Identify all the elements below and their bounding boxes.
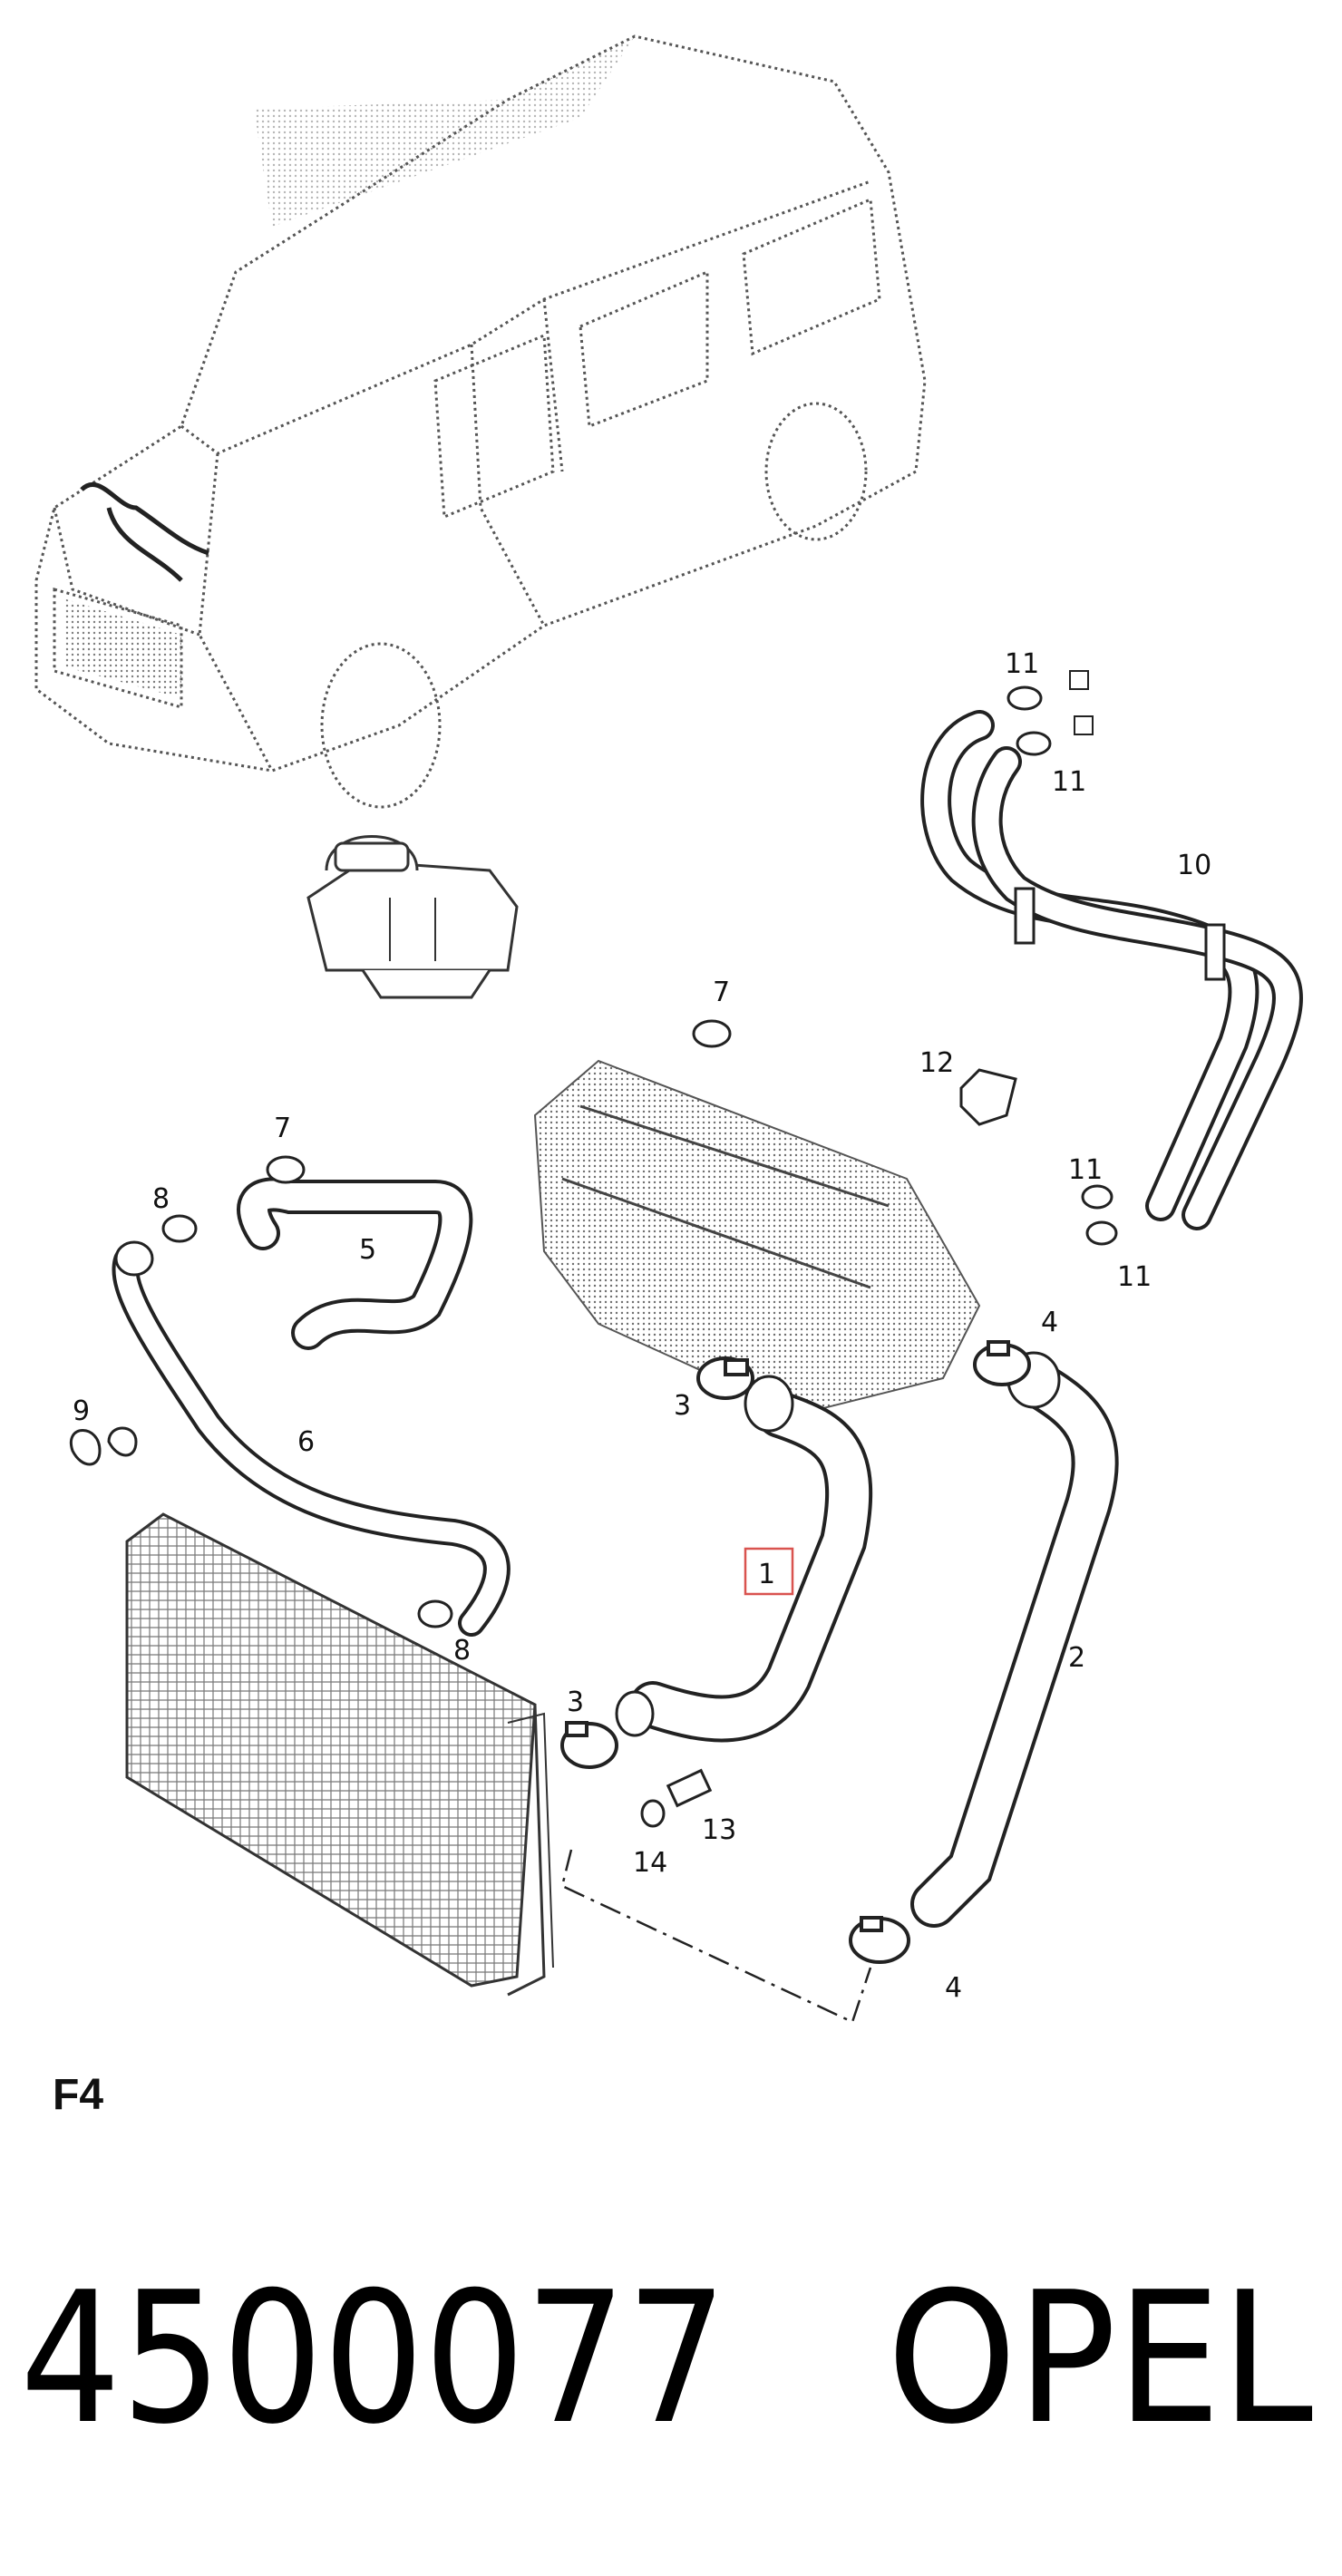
callout-7-upper[interactable]: 7 [713,977,730,1008]
hose-6[interactable] [112,1240,511,1637]
hose-10[interactable] [920,710,1303,1230]
van-grille [63,36,635,698]
clamp-8-upper[interactable] [161,1214,198,1243]
callout-11-c[interactable]: 11 [1068,1154,1103,1186]
callout-9[interactable]: 9 [73,1395,90,1427]
callout-6[interactable]: 6 [297,1426,315,1458]
callout-11-d[interactable]: 11 [1117,1261,1152,1293]
callout-8-upper[interactable]: 8 [152,1183,170,1215]
clamp-4-upper[interactable] [973,1340,1031,1386]
clamp-3-lower[interactable] [560,1721,618,1769]
radiator [125,1512,554,1997]
engine-block [533,1059,981,1416]
van-hose-highlight [80,481,209,582]
callout-labels: 1 2 3 3 4 4 5 6 7 7 8 8 9 10 11 11 11 11… [73,648,1211,2004]
callout-4-upper[interactable]: 4 [1041,1307,1058,1338]
callout-3-lower[interactable]: 3 [567,1687,584,1718]
fitting-13[interactable] [666,1768,713,1808]
callout-2[interactable]: 2 [1068,1642,1085,1674]
callout-3-upper[interactable]: 3 [674,1390,691,1422]
callout-1[interactable]: 1 [758,1559,775,1590]
brand-name: OPEL [887,2253,1313,2464]
hose-2[interactable] [910,1351,1119,1928]
callout-12[interactable]: 12 [919,1047,954,1079]
expansion-tank [306,835,519,999]
washer-14[interactable] [640,1799,666,1828]
clamp-3-upper[interactable] [696,1356,754,1400]
sheet-label: F4 [53,2071,103,2119]
callout-14[interactable]: 14 [633,1847,667,1879]
callout-5[interactable]: 5 [359,1234,376,1266]
clamp-11-group[interactable] [1006,670,1118,1246]
callout-11-a[interactable]: 11 [1005,648,1039,680]
callout-10[interactable]: 10 [1177,850,1211,881]
callout-13[interactable]: 13 [702,1814,736,1846]
callout-11-b[interactable]: 11 [1052,766,1086,798]
part-number: 4500077 [20,2253,727,2464]
clamp-7-upper[interactable] [692,1019,732,1048]
van-illustration [34,34,927,809]
clamp-4-lower[interactable] [849,1916,910,1964]
clamp-7-lower[interactable] [266,1155,306,1184]
clamp-8-lower[interactable] [417,1599,453,1628]
hose-1[interactable] [615,1375,873,1743]
callout-8-lower[interactable]: 8 [453,1635,471,1667]
callout-4-lower[interactable]: 4 [945,1972,962,2004]
highlight-box [744,1547,794,1596]
callout-7-lower[interactable]: 7 [274,1113,291,1144]
bracket-12[interactable] [959,1068,1017,1126]
clip-9[interactable] [69,1426,138,1466]
leader-lines [560,1849,872,2024]
hose-5[interactable] [237,1177,473,1350]
